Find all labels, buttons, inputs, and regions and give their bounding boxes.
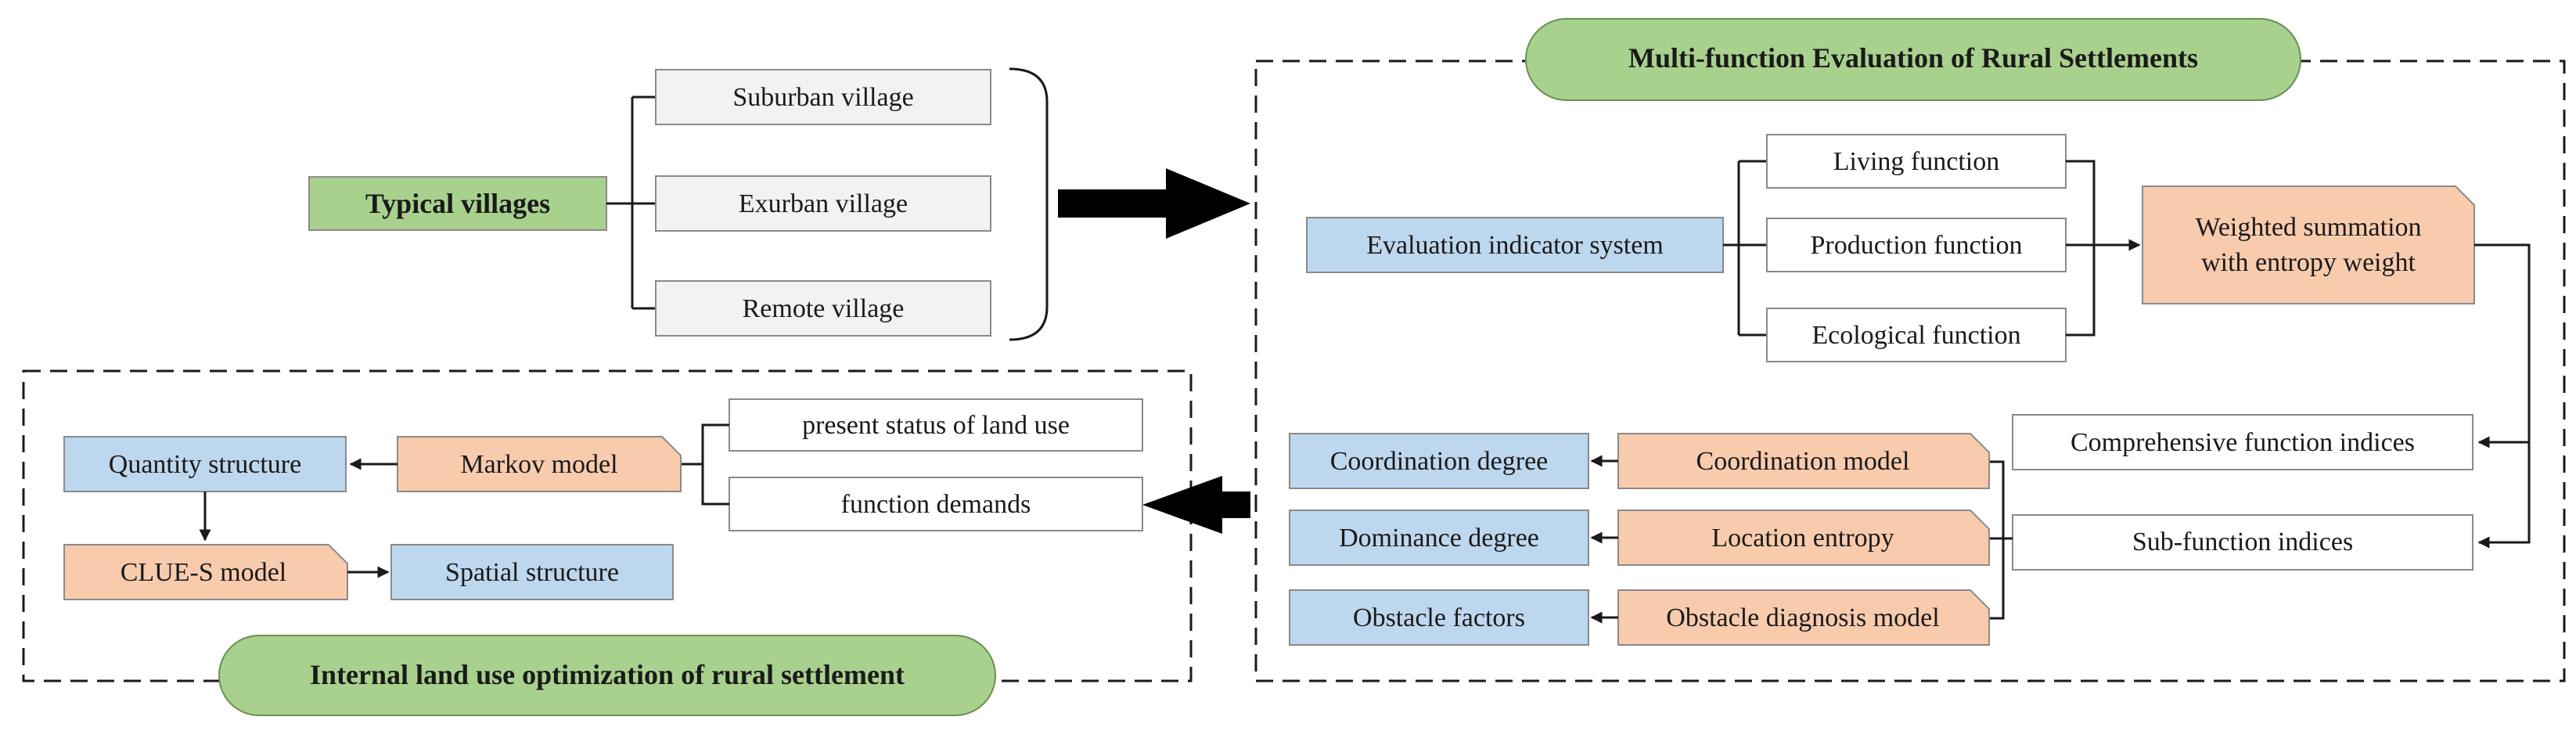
coordination-degree-label: Coordination degree	[1330, 447, 1549, 476]
living-function-box	[1766, 134, 2067, 189]
markov-model-box	[397, 436, 682, 492]
spatial-structure-box	[390, 544, 674, 600]
clue-s-model-node: CLUE-S model	[63, 544, 348, 600]
comprehensive-indices-node: Comprehensive function indices	[2012, 414, 2473, 470]
villages-tree-lines	[606, 95, 656, 310]
big-right-arrow	[1058, 168, 1250, 239]
weighted-summation-line2: with entropy weight	[2201, 248, 2416, 277]
function-demands-box	[729, 477, 1143, 531]
evaluation-title-pill	[1525, 18, 2301, 101]
exurban-village-node: Exurban village	[655, 175, 991, 232]
dominance-degree-label: Dominance degree	[1339, 524, 1539, 553]
living-function-label: Living function	[1833, 147, 1999, 176]
comprehensive-indices-label: Comprehensive function indices	[2071, 428, 2415, 457]
optimization-title-pill	[218, 635, 996, 716]
function-demands-node: function demands	[729, 477, 1143, 531]
weighted-summation-node: Weighted summation with entropy weight	[2142, 185, 2475, 304]
ecological-function-box	[1766, 308, 2067, 362]
location-entropy-node: Location entropy	[1617, 510, 1990, 566]
obstacle-factors-node: Obstacle factors	[1289, 589, 1589, 646]
subfunction-indices-box	[2012, 514, 2473, 571]
to-subfunction-arrow	[2474, 243, 2531, 549]
indicator-system-label: Evaluation indicator system	[1366, 231, 1664, 260]
remote-village-label: Remote village	[743, 294, 905, 323]
location-entropy-box	[1617, 510, 1990, 566]
production-function-box	[1766, 218, 2067, 272]
evaluation-title-label: Multi-function Evaluation of Rural Settl…	[1628, 42, 2198, 74]
comprehensive-indices-box	[2012, 414, 2473, 470]
coordination-model-box	[1617, 433, 1990, 489]
optimization-title-node: Internal land use optimization of rural …	[218, 635, 996, 716]
suburban-village-node: Suburban village	[655, 69, 991, 125]
quantity-structure-node: Quantity structure	[63, 436, 347, 492]
obstacle-diagnosis-box	[1617, 589, 1990, 646]
living-function-node: Living function	[1766, 134, 2067, 189]
production-function-node: Production function	[1766, 218, 2067, 272]
evaluation-title-node: Multi-function Evaluation of Rural Settl…	[1525, 18, 2301, 101]
obstacle-diagnosis-node: Obstacle diagnosis model	[1617, 589, 1990, 646]
functions-tree-lines	[1723, 160, 1767, 337]
optimization-title-label: Internal land use optimization of rural …	[310, 659, 905, 690]
location-entropy-label: Location entropy	[1711, 524, 1894, 553]
indicator-system-box	[1306, 217, 1724, 273]
remote-village-node: Remote village	[655, 280, 991, 337]
coordination-degree-box	[1289, 433, 1589, 489]
weighted-summation-line1: Weighted summation	[2195, 213, 2421, 242]
coordination-model-label: Coordination model	[1696, 447, 1910, 476]
weighted-summation-box	[2142, 185, 2475, 304]
production-function-label: Production function	[1810, 231, 2022, 260]
markov-model-node: Markov model	[397, 436, 682, 492]
exurban-village-label: Exurban village	[739, 189, 908, 218]
dominance-degree-box	[1289, 510, 1589, 566]
clue-s-model-box	[63, 544, 348, 600]
obstacle-factors-label: Obstacle factors	[1353, 603, 1525, 632]
spatial-structure-node: Spatial structure	[390, 544, 674, 600]
obstacle-diagnosis-label: Obstacle diagnosis model	[1666, 603, 1939, 632]
clue-s-model-label: CLUE-S model	[121, 558, 286, 587]
subfunction-indices-node: Sub-function indices	[2012, 514, 2473, 571]
spatial-structure-label: Spatial structure	[445, 558, 619, 587]
present-status-node: present status of land use	[729, 398, 1143, 452]
remote-village-box	[655, 280, 991, 337]
inputs-bracket	[681, 423, 729, 506]
coordination-degree-node: Coordination degree	[1289, 433, 1589, 489]
subfunction-indices-label: Sub-function indices	[2132, 528, 2353, 556]
quantity-structure-label: Quantity structure	[109, 450, 301, 479]
obstacle-factors-box	[1289, 589, 1589, 646]
models-bracket	[1989, 460, 2013, 620]
indicator-system-node: Evaluation indicator system	[1306, 217, 1724, 273]
villages-brace	[1009, 67, 1049, 341]
present-status-label: present status of land use	[802, 411, 1070, 440]
ecological-function-node: Ecological function	[1766, 308, 2067, 362]
present-status-box	[729, 398, 1143, 452]
quantity-structure-box	[63, 436, 347, 492]
big-left-arrow	[1142, 476, 1250, 534]
typical-villages-node: Typical villages	[308, 176, 607, 231]
suburban-village-box	[655, 69, 991, 125]
exurban-village-box	[655, 175, 991, 232]
markov-model-label: Markov model	[460, 450, 617, 479]
ecological-function-label: Ecological function	[1811, 321, 2020, 350]
functions-merge-bracket	[2066, 160, 2096, 337]
function-demands-label: function demands	[841, 490, 1031, 519]
coordination-model-node: Coordination model	[1617, 433, 1990, 489]
typical-villages-label: Typical villages	[365, 188, 550, 219]
dominance-degree-node: Dominance degree	[1289, 510, 1589, 566]
suburban-village-label: Suburban village	[732, 83, 913, 112]
